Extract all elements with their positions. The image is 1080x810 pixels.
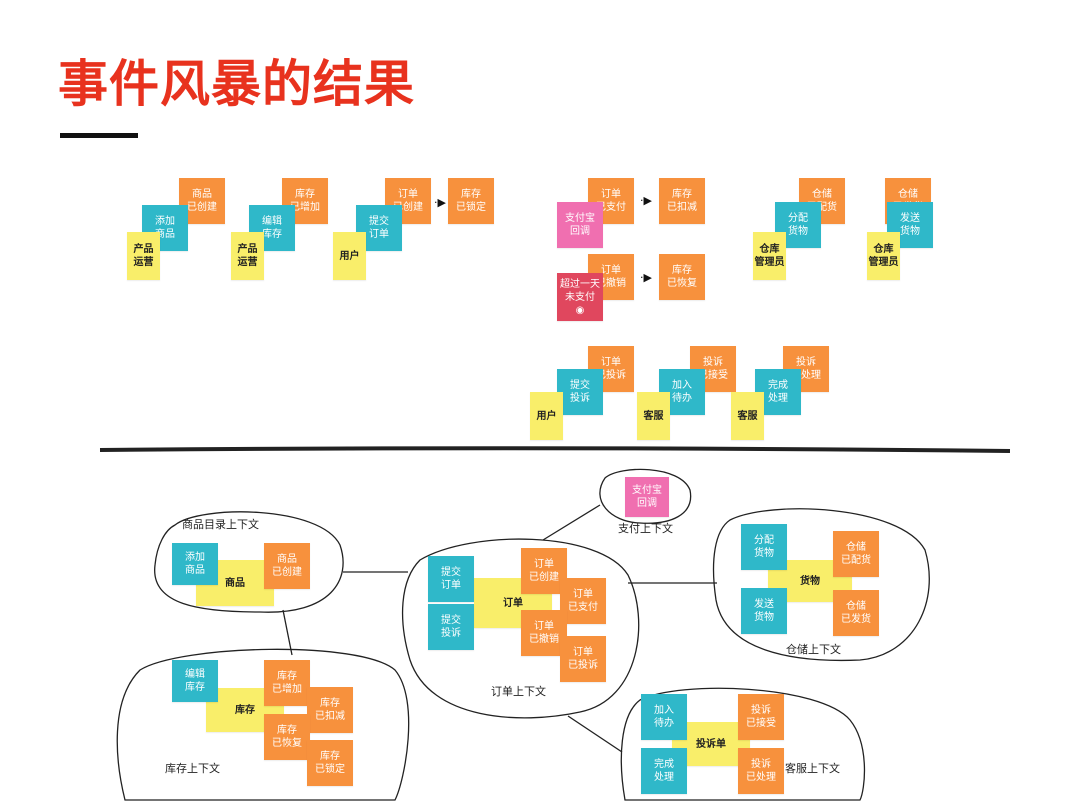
actor-note: 产品 运营 [127,232,160,280]
external-system-note: 支付宝 回调 [625,477,669,517]
command-note: 提交 订单 [428,556,474,602]
command-note: 加入 待办 [641,694,687,740]
event-note: 库存 已锁定 [448,178,494,224]
command-note: 发送 货物 [741,588,787,634]
actor-note: 仓库 管理员 [753,232,786,280]
event-note: 订单 已创建 [521,548,567,594]
event-note: 库存 已扣减 [307,687,353,733]
actor-note: 仓库 管理员 [867,232,900,280]
service-context-boundary [620,687,866,801]
context-label: 仓储上下文 [786,643,841,656]
command-note: 提交 订单 [356,205,402,251]
event-note: 库存 已恢复 [264,714,310,760]
event-note: 订单 已撤销 [521,610,567,656]
event-note: 库存 已增加 [264,660,310,706]
arrow-icon: ·▶ [640,271,652,284]
context-label: 库存上下文 [165,762,220,775]
arrow-icon: ·▶ [640,194,652,207]
event-note: 投诉 已处理 [738,748,784,794]
relation-line [567,715,623,753]
relation-line [282,609,293,656]
event-note: 投诉 已接受 [738,694,784,740]
command-note: 分配 货物 [741,524,787,570]
timer-note: 超过一天 未支付 ◉ [557,273,603,321]
command-note: 添加 商品 [172,543,218,585]
event-note: 仓储 已配货 [833,531,879,577]
context-label: 客服上下文 [785,762,840,775]
command-note: 提交 投诉 [557,369,603,415]
command-note: 分配 货物 [775,202,821,248]
event-note: 订单 已投诉 [560,636,606,682]
event-note: 仓储 已发货 [833,590,879,636]
event-note: 商品 已创建 [264,543,310,589]
actor-note: 客服 [637,392,670,440]
actor-note: 用户 [530,392,563,440]
arrow-icon: ·▶ [434,196,446,209]
event-note: 库存 已增加 [282,178,328,224]
command-note: 编辑 库存 [172,660,218,702]
event-note: 库存 已恢复 [659,254,705,300]
actor-note: 产品 运营 [231,232,264,280]
order-context-boundary [402,538,640,719]
context-label: 订单上下文 [491,685,546,698]
title-underline [60,133,138,138]
divider [99,446,1011,453]
command-note: 提交 投诉 [428,604,474,650]
catalog-context-boundary [154,511,344,613]
context-label: 支付上下文 [618,522,673,535]
event-note: 库存 已扣减 [659,178,705,224]
actor-note: 用户 [333,232,366,280]
event-note: 库存 已锁定 [307,740,353,786]
payment-context-boundary [599,468,692,524]
actor-note: 客服 [731,392,764,440]
external-system-note: 支付宝 回调 [557,202,603,248]
command-note: 完成 处理 [641,748,687,794]
context-label: 商品目录上下文 [182,518,259,531]
event-note: 订单 已支付 [560,578,606,624]
inventory-context-boundary [116,648,410,801]
warehouse-context-boundary [712,508,930,662]
relation-line [542,504,601,541]
page-title: 事件风暴的结果 [58,55,415,113]
